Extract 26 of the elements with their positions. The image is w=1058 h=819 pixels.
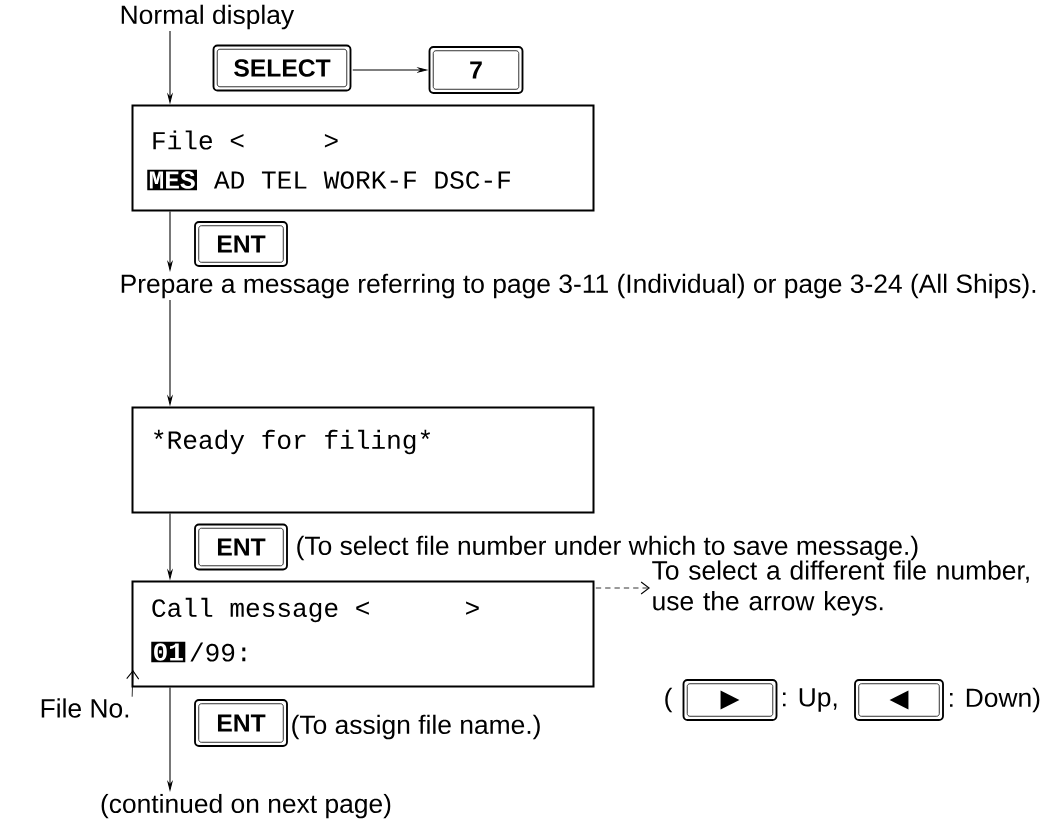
display-text: /99: <box>190 642 246 662</box>
highlighted-text: 01 <box>151 641 186 663</box>
leader-line <box>126 670 140 698</box>
key-button: ▶ <box>682 679 778 721</box>
caption-text: Prepare a message referring to page 3-11 (Individual) or page 3-24 (All Ships). <box>121 273 1036 299</box>
display-text: * Ready for filing * <box>154 429 431 455</box>
key-caption: (To assign file name.) <box>292 714 540 740</box>
display-text: Call message < > <box>152 597 479 623</box>
key-button: ◀ <box>854 679 944 721</box>
dashed-arrow <box>595 581 650 595</box>
key-button: ENT <box>194 523 288 571</box>
key-caption: : Down) <box>950 687 1040 713</box>
key-button: ENT <box>194 699 288 747</box>
display-text: AD TEL WORK-F DSC-F <box>213 171 510 189</box>
key-button: SELECT <box>212 44 352 92</box>
key-caption: ( <box>665 687 673 713</box>
key-button: ENT <box>194 221 288 267</box>
caption-text: (continued on next page) <box>101 793 391 819</box>
key-button: 7 <box>428 46 524 94</box>
note-text: To select a different file number, use the arrow keys. <box>652 560 1029 616</box>
key-caption: : Up, <box>783 688 837 712</box>
caption-text: File No. <box>41 698 129 718</box>
display-text: File < > <box>153 130 338 150</box>
caption-text: Normal display <box>121 4 295 30</box>
highlighted-text: MES <box>147 169 197 191</box>
key-caption: (To select file number under which to save message.) <box>297 535 918 561</box>
